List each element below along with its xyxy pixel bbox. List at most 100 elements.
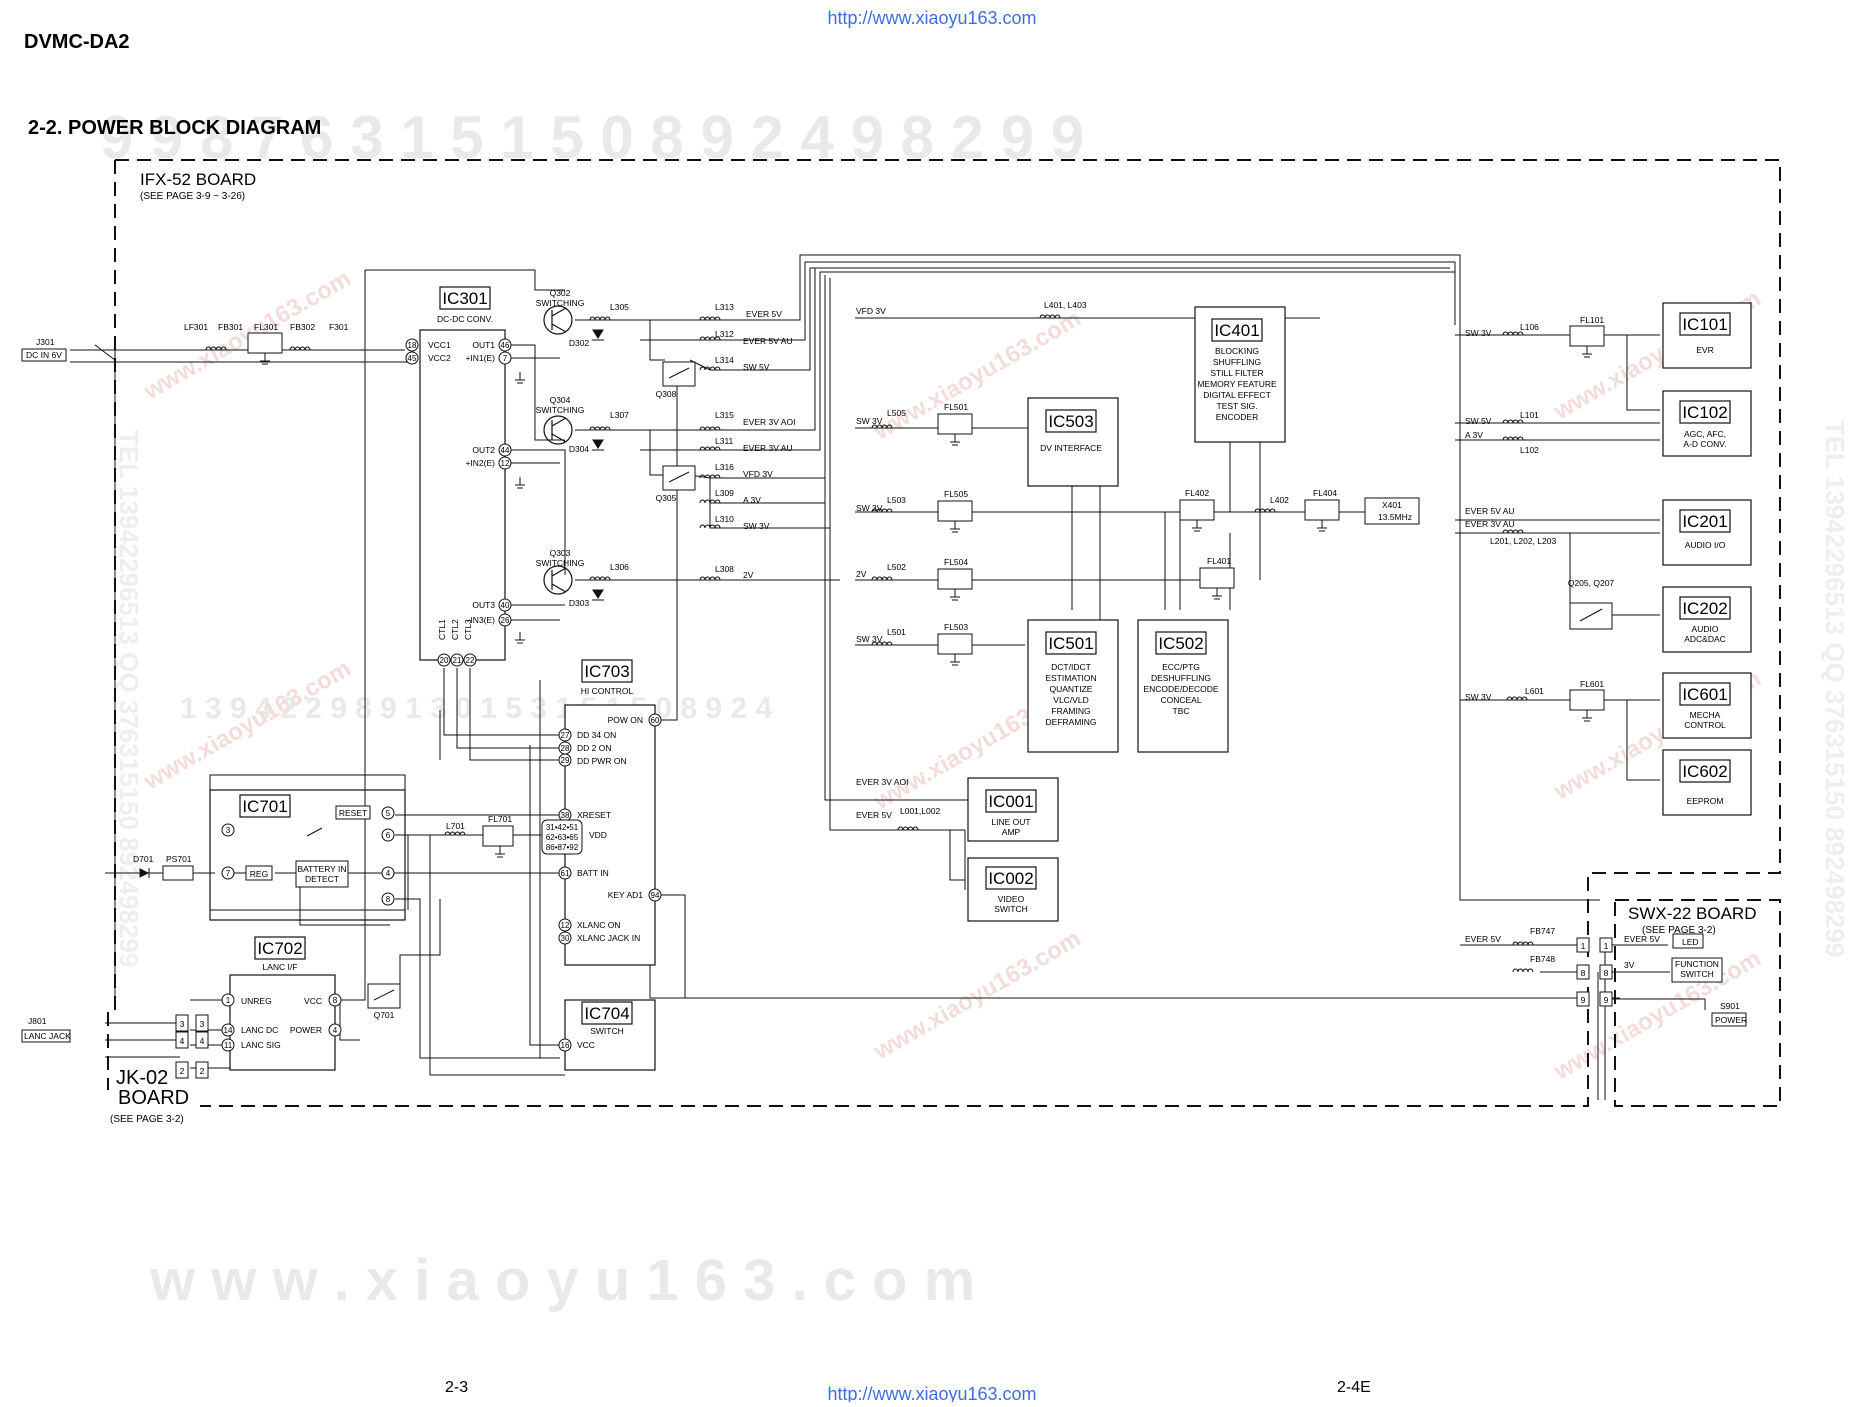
pin-number: 7 [503, 354, 508, 363]
ic704-name: IC704 [584, 1004, 629, 1023]
svg-text:Q304: Q304 [550, 395, 571, 405]
url-top[interactable]: http://www.xiaoyu163.com [827, 8, 1036, 28]
ground-symbol [950, 589, 960, 601]
svg-text:8: 8 [1581, 968, 1586, 978]
ifx-board-name: IFX-52 BOARD [140, 170, 256, 189]
ic702-box [229, 974, 336, 1071]
ground-symbol [1212, 588, 1222, 600]
svg-text:POW ON: POW ON [608, 715, 643, 725]
svg-text:LANC DC: LANC DC [241, 1025, 278, 1035]
ic701-name: IC701 [242, 797, 287, 816]
svg-text:EVER 3V AOI: EVER 3V AOI [856, 777, 908, 787]
svg-text:ESTIMATION: ESTIMATION [1045, 673, 1096, 683]
pin-number: 40 [501, 601, 510, 610]
svg-text:SW 3V: SW 3V [856, 634, 883, 644]
svg-text:9: 9 [1581, 995, 1586, 1005]
svg-text:LANC SIG: LANC SIG [241, 1040, 281, 1050]
svg-text:62•63•65: 62•63•65 [546, 833, 579, 842]
svg-text:MEMORY FEATURE: MEMORY FEATURE [1197, 379, 1277, 389]
inductor-coil [589, 316, 611, 321]
watermark-side-right: TEL 13942296513 QQ 376315150 892498299 [1820, 420, 1850, 957]
model-name: DVMC-DA2 [24, 31, 130, 53]
svg-text:D302: D302 [569, 338, 590, 348]
svg-text:1: 1 [1604, 941, 1609, 951]
svg-text:L308: L308 [715, 564, 734, 574]
inductor-coil [699, 446, 721, 451]
svg-text:L503: L503 [887, 495, 906, 505]
svg-text:DC-DC CONV.: DC-DC CONV. [437, 314, 493, 324]
svg-text:AUDIO: AUDIO [1692, 624, 1719, 634]
jk-board-ref: (SEE PAGE 3-2) [110, 1114, 184, 1125]
pin-11: 11 [221, 1038, 235, 1052]
svg-text:DD PWR ON: DD PWR ON [577, 756, 627, 766]
pin-number: 4 [333, 1026, 338, 1035]
svg-text:Q308: Q308 [656, 389, 677, 399]
svg-text:VCC2: VCC2 [428, 353, 451, 363]
inductor-coil [699, 366, 721, 371]
svg-text:L106: L106 [1520, 322, 1539, 332]
pin-number: 18 [408, 341, 417, 350]
svg-text:CONCEAL: CONCEAL [1160, 695, 1201, 705]
svg-text:2V: 2V [743, 570, 754, 580]
pin-number: 60 [651, 716, 660, 725]
svg-text:L313: L313 [715, 302, 734, 312]
svg-text:L309: L309 [715, 488, 734, 498]
ic502-name: IC502 [1158, 634, 1203, 653]
svg-text:XRESET: XRESET [577, 810, 611, 820]
svg-text:D304: D304 [569, 444, 590, 454]
pin-number: 27 [561, 731, 570, 740]
svg-text:L402: L402 [1270, 495, 1289, 505]
svg-text:SW 3V: SW 3V [1465, 328, 1492, 338]
pin-61: 61 [558, 866, 572, 880]
ic301-name: IC301 [442, 289, 487, 308]
svg-text:TBC: TBC [1173, 706, 1190, 716]
vdd-pin-group [541, 819, 583, 855]
pin-number: 20 [440, 656, 449, 665]
inductor-coil [1039, 314, 1061, 319]
page-number-right: 2-4E [1337, 1379, 1371, 1396]
svg-text:F301: F301 [329, 322, 349, 332]
svg-text:FL401: FL401 [1207, 556, 1231, 566]
jk-board-name2: BOARD [118, 1087, 189, 1109]
svg-text:ENCODE/DECODE: ENCODE/DECODE [1143, 684, 1218, 694]
svg-text:FUNCTION: FUNCTION [1675, 959, 1719, 969]
ic-descriptions: DC-DC CONV. HI CONTROL LANC I/F SWITCH D… [263, 314, 1727, 1036]
svg-text:L101: L101 [1520, 410, 1539, 420]
inductor-coil [589, 426, 611, 431]
svg-text:FL402: FL402 [1185, 488, 1209, 498]
svg-text:Q302: Q302 [550, 288, 571, 298]
swx-board-ref: (SEE PAGE 3-2) [1642, 925, 1716, 936]
pin-1: 1 [221, 993, 235, 1007]
pin-number: 1 [226, 996, 231, 1005]
pin-number: 8 [333, 996, 338, 1005]
svg-text:DETECT: DETECT [305, 874, 339, 884]
inductor-coil [699, 316, 721, 321]
svg-text:1: 1 [1581, 941, 1586, 951]
url-bottom[interactable]: http://www.xiaoyu163.com [827, 1384, 1036, 1404]
pin-number: 3 [226, 826, 231, 835]
svg-text:SW 5V: SW 5V [743, 362, 770, 372]
svg-text:SW 5V: SW 5V [1465, 416, 1492, 426]
svg-text:FL301: FL301 [254, 322, 278, 332]
svg-text:4: 4 [200, 1036, 205, 1046]
ground-symbol [950, 654, 960, 666]
ic002-name: IC002 [988, 869, 1033, 888]
svg-text:L311: L311 [715, 436, 734, 446]
section-title: 2-2. POWER BLOCK DIAGRAM [28, 117, 321, 139]
svg-text:L307: L307 [610, 410, 629, 420]
svg-text:ECC/PTG: ECC/PTG [1162, 662, 1200, 672]
inductor-coil [871, 424, 893, 429]
svg-text:VFD 3V: VFD 3V [743, 469, 773, 479]
svg-text:FL505: FL505 [944, 489, 968, 499]
svg-text:DEFRAMING: DEFRAMING [1046, 717, 1097, 727]
svg-text:SWITCHING: SWITCHING [536, 298, 585, 308]
svg-text:L312: L312 [715, 329, 734, 339]
svg-text:L601: L601 [1525, 686, 1544, 696]
svg-text:3: 3 [180, 1019, 185, 1029]
ground-symbol [515, 477, 525, 489]
svg-text:CTL3: CTL3 [463, 619, 473, 640]
ground-symbol [495, 846, 505, 858]
svg-text:OUT1: OUT1 [472, 340, 495, 350]
ground-symbol [1192, 520, 1202, 532]
inductor-coil [897, 826, 919, 831]
